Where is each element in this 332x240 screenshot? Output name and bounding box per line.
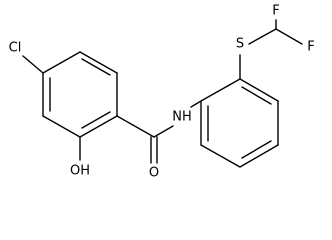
bond-left-ring-1 [79, 51, 118, 74]
atom-s-label: S [236, 37, 244, 52]
bond-left-ring-3 [79, 115, 118, 138]
bond-n-ring [190, 100, 202, 108]
bond-right-ring-2 [239, 78, 279, 102]
bond-carbonyl-n [153, 125, 174, 138]
bond-s-cf2 [248, 28, 277, 45]
atom-o-label: O [149, 166, 159, 181]
bond-ring-carbonyl [116, 115, 155, 138]
structure-canvas: Cl OH O NH S F F [8, 3, 315, 181]
atom-oh-label: OH [70, 164, 90, 179]
atom-f2-label: F [307, 40, 314, 55]
bond-c-cl [22, 55, 44, 74]
bond-right-ring-double-a [241, 86, 272, 105]
bond-left-ring-6 [42, 51, 81, 74]
bond-left-ring-double-b [81, 111, 111, 129]
atom-cl-label: Cl [9, 41, 22, 56]
bond-left-ring-4 [42, 115, 81, 138]
bond-right-ring-1 [200, 78, 241, 102]
bond-left-ring-double-a [81, 58, 111, 76]
bond-right-ring-double-b [241, 140, 272, 159]
atom-f1-label: F [272, 4, 279, 19]
bond-right-ring-5 [200, 144, 241, 168]
atom-nh-label: NH [172, 110, 192, 125]
bond-right-ring-4 [239, 144, 279, 168]
bond-cf2-f2 [275, 28, 303, 45]
molecule-diagram: Cl OH O NH S F F [9, 4, 315, 181]
